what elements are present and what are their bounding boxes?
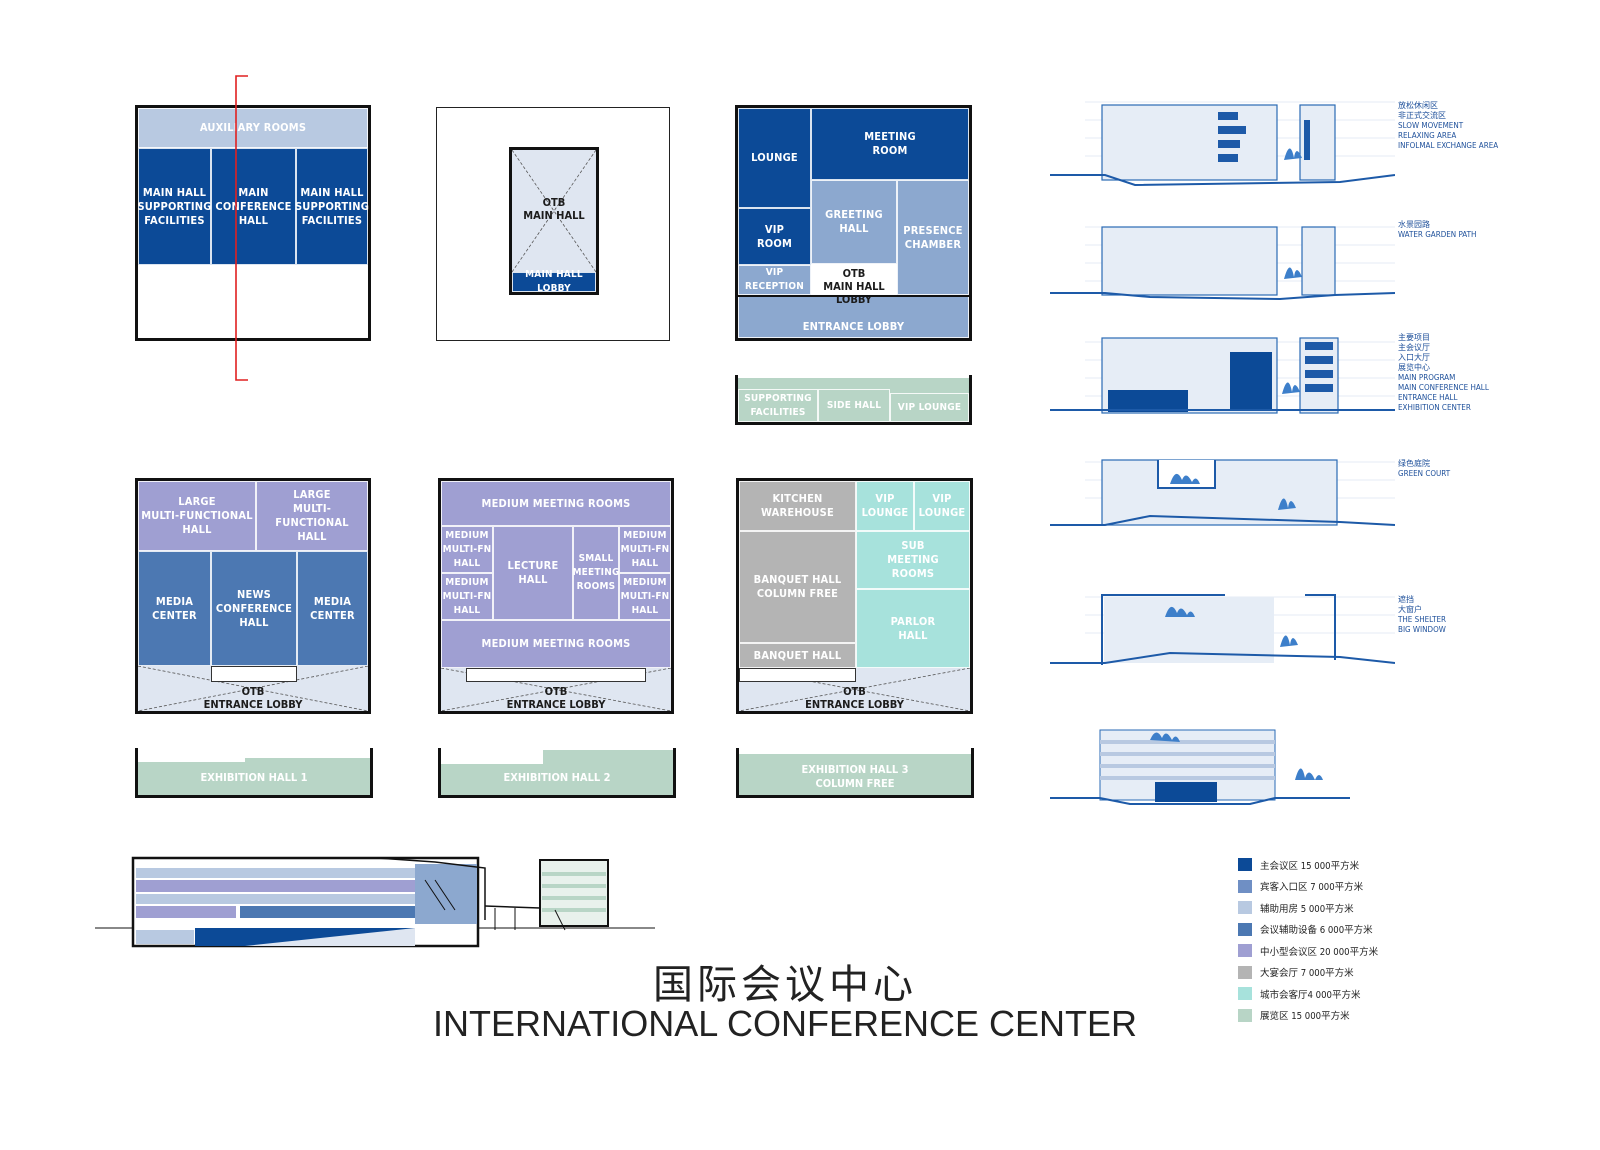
main-hall-supporting-right: MAIN HALL SUPPORTING FACILITIES [295,148,369,265]
auxiliary-rooms: AUXILIARY ROOMS [138,108,368,148]
legend-label: 中小型会议区 20 000平方米 [1260,946,1379,958]
entrance-lobby-area: OTB ENTRANCE LOBBY [138,666,368,711]
section-cut-marker [235,75,248,381]
main-hall-supporting-left: MAIN HALL SUPPORTING FACILITIES [137,148,211,265]
vip-lounge-2: VIP LOUNGE [914,481,970,531]
sub-meeting-rooms: SUB MEETING ROOMS [856,531,970,589]
legend-swatch [1238,879,1252,893]
otb-entrance-lobby-label: OTB ENTRANCE LOBBY [506,685,606,711]
large-multi-functional-hall-2: LARGE MULTI-FUNCTIONAL HALL [256,481,368,551]
main-hall-lobby: MAIN HALL LOBBY [512,269,596,294]
section-6 [1050,720,1395,820]
parlor-hall: PARLOR HALL [856,589,970,668]
floor-line [738,295,969,297]
media-center-2: MEDIA CENTER [297,551,368,666]
news-conference-hall: NEWS CONFERENCE HALL [211,551,297,666]
legend-swatch [1238,1008,1252,1022]
greeting-hall: GREETING HALL [811,180,897,264]
entrance-lobby-area: OTB ENTRANCE LOBBY [441,668,671,711]
plan-main-conference-level: AUXILIARY ROOMS MAIN HALL SUPPORTING FAC… [135,105,371,341]
exhibition-hall-1-label: EXHIBITION HALL 1 [200,771,308,784]
small-meeting-rooms: SMALL MEETING ROOMS [572,526,619,620]
section-label-2: 水景园路 WATER GARDEN PATH [1398,220,1477,239]
banquet-hall: BANQUET HALL [739,643,856,668]
otb-entrance-lobby-label: OTB ENTRANCE LOBBY [203,685,303,711]
large-multi-functional-hall-1: LARGE MULTI-FUNCTIONAL HALL [138,481,256,551]
medium-multi-fn-hall-1: MEDIUM MULTI-FN HALL [441,526,493,573]
legend-swatch [1238,944,1252,958]
medium-meeting-rooms-bottom: MEDIUM MEETING ROOMS [441,620,671,668]
vip-reception: VIP RECEPTION [738,265,811,295]
title-english: INTERNATIONAL CONFERENCE CENTER [432,1003,1138,1044]
title-chinese: 国际会议中心 [653,962,917,1008]
vip-lounge-strip: VIP LOUNGE [890,393,969,422]
plan-main-hall-otb: OTB MAIN HALL MAIN HALL LOBBY [436,107,670,341]
section-4 [1050,450,1396,550]
legend-label: 辅助用房 5 000平方米 [1260,903,1354,915]
medium-multi-fn-hall-4: MEDIUM MULTI-FN HALL [619,573,671,620]
legend-swatch [1238,901,1252,915]
media-center-1: MEDIA CENTER [138,551,211,666]
presence-chamber: PRESENCE CHAMBER [897,180,969,295]
legend-item: 会议辅助设备 6 000平方米 [1238,919,1378,941]
vip-room: VIP ROOM [738,208,811,265]
section-1 [1050,90,1396,190]
legend-label: 展览区 15 000平方米 [1260,1011,1350,1023]
legend-label: 城市会客厅4 000平方米 [1260,989,1361,1001]
kitchen-warehouse: KITCHEN WAREHOUSE [739,481,856,531]
legend-item: 展览区 15 000平方米 [1238,1005,1378,1027]
exhibition-hall-3: EXHIBITION HALL 3 COLUMN FREE [736,748,974,798]
medium-meeting-rooms-top: MEDIUM MEETING ROOMS [441,481,671,526]
otb-lobby-area [811,264,897,295]
entrance-lobby: ENTRANCE LOBBY [738,295,969,338]
exhibition-hall-3-label: EXHIBITION HALL 3 COLUMN FREE [801,763,909,790]
main-hall-frame: OTB MAIN HALL MAIN HALL LOBBY [509,147,599,295]
legend: 主会议区 15 000平方米 宾客入口区 7 000平方米 辅助用房 5 000… [1238,854,1378,1026]
exhibition-hall-2-label: EXHIBITION HALL 2 [503,771,611,784]
medium-multi-fn-hall-3: MEDIUM MULTI-FN HALL [619,526,671,573]
entrance-lobby-area: OTB ENTRANCE LOBBY [739,668,970,711]
supporting-facilities: SUPPORTING FACILITIES [738,389,818,422]
legend-item: 辅助用房 5 000平方米 [1238,897,1378,919]
lounge: LOUNGE [738,108,811,208]
main-conference-hall: MAIN CONFERENCE HALL [211,148,296,265]
level-3-exhibition-strip: SUPPORTING FACILITIES SIDE HALL VIP LOUN… [735,375,972,425]
legend-item: 宾客入口区 7 000平方米 [1238,876,1378,898]
section-label-3: 主要项目 主会议厅 入口大厅 展览中心 MAIN PROGRAM MAIN CO… [1398,333,1489,412]
vip-lounge-1: VIP LOUNGE [856,481,914,531]
legend-item: 中小型会议区 20 000平方米 [1238,940,1378,962]
legend-label: 主会议区 15 000平方米 [1260,860,1360,872]
exhibition-hall-1: EXHIBITION HALL 1 [135,748,373,798]
plan-meeting-level: MEDIUM MEETING ROOMS MEDIUM MULTI-FN HAL… [438,478,674,714]
meeting-room: MEETING ROOM [811,108,969,180]
legend-swatch [1238,858,1252,872]
legend-swatch [1238,987,1252,1001]
section-3 [1050,330,1395,430]
section-label-5: 遮挡 大窗户 THE SHELTER BIG WINDOW [1398,595,1447,634]
plan-media-level: LARGE MULTI-FUNCTIONAL HALL LARGE MULTI-… [135,478,371,714]
section-2 [1050,215,1396,315]
legend-item: 主会议区 15 000平方米 [1238,854,1378,876]
section-label-4: 绿色庭院 GREEN COURT [1398,459,1451,478]
longitudinal-section [95,856,655,948]
legend-item: 城市会客厅4 000平方米 [1238,983,1378,1005]
plan-banquet-level: KITCHEN WAREHOUSE BANQUET HALL COLUMN FR… [736,478,973,714]
otb-entrance-lobby-label: OTB ENTRANCE LOBBY [805,685,904,711]
legend-label: 会议辅助设备 6 000平方米 [1260,925,1373,937]
legend-swatch [1238,922,1252,936]
exhibition-hall-2: EXHIBITION HALL 2 [438,748,676,798]
plan-vip-level: LOUNGE MEETING ROOM VIP ROOM GREETING HA… [735,105,972,341]
legend-label: 大宴会厅 7 000平方米 [1260,968,1354,980]
side-hall: SIDE HALL [818,389,890,422]
lecture-hall: LECTURE HALL [493,526,573,620]
otb-main-hall-lobby-label: OTB MAIN HALL LOBBY [823,267,885,306]
section-label-1: 放松休闲区 非正式交流区 SLOW MOVEMENT RELAXING AREA… [1398,101,1499,150]
banquet-hall-column-free: BANQUET HALL COLUMN FREE [739,531,856,643]
otb-main-hall-label: OTB MAIN HALL [523,196,585,222]
legend-item: 大宴会厅 7 000平方米 [1238,962,1378,984]
medium-multi-fn-hall-2: MEDIUM MULTI-FN HALL [441,573,493,620]
legend-swatch [1238,965,1252,979]
legend-label: 宾客入口区 7 000平方米 [1260,882,1364,894]
section-5 [1050,585,1396,685]
